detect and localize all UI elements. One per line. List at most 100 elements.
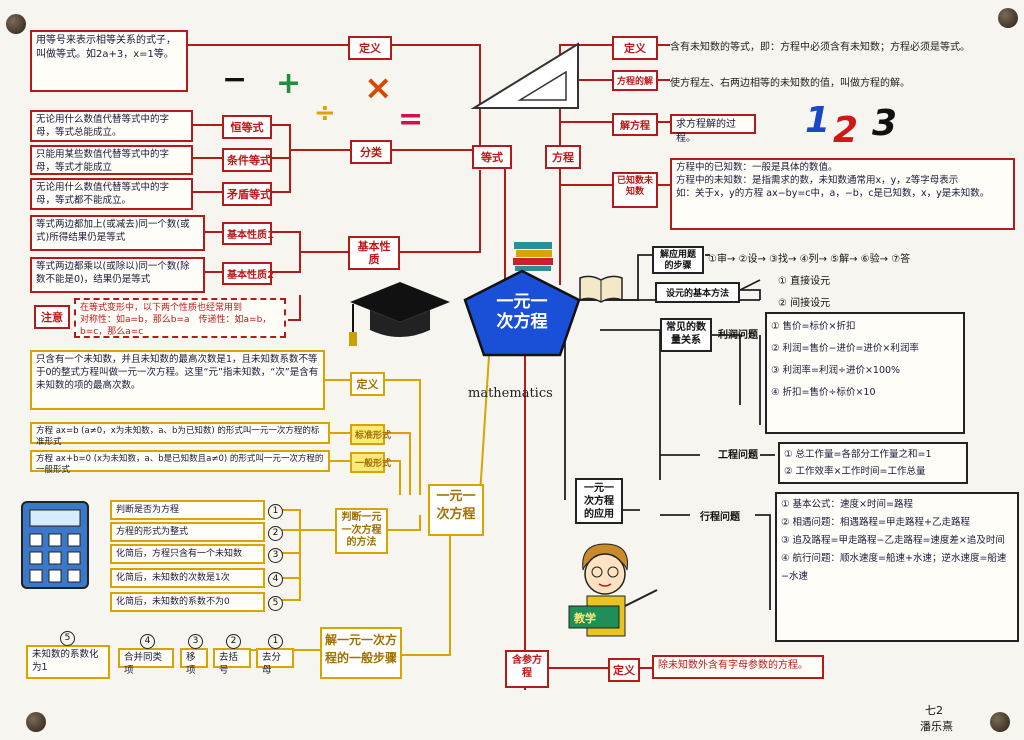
- basic-properties-label: 基本性质: [348, 236, 400, 270]
- calculator-icon: [21, 501, 89, 589]
- set-item-indirect: ② 间接设元: [778, 298, 831, 309]
- center-pentagon: [463, 269, 581, 357]
- solve-step-6: ⑥验: [860, 254, 880, 265]
- identity-text: 无论用什么数值代替等式中的字母，等式总能成立。: [30, 110, 193, 142]
- profit-item-4: ④ 折扣=售价÷标价×10: [771, 386, 876, 398]
- param-definition-text: 除未知数外含有字母参数的方程。: [652, 655, 824, 679]
- note-text-1: 在等式变形中，以下两个性质也经常用到: [80, 303, 243, 313]
- linear-definition-text: 只含有一个未知数，并且未知数的最高次数是1，且未知数系数不等于0的整式方程叫做一…: [30, 350, 325, 410]
- property2-label: 基本性质2: [222, 262, 274, 285]
- property1-label: 基本性质1: [222, 222, 274, 245]
- corner-pin: [6, 14, 26, 34]
- judge-step-5: 方程的形式为整式: [110, 522, 265, 542]
- set-unknown-label: 设元的基本方法: [655, 282, 740, 303]
- linear-hub-label: 一元一 次方程: [428, 484, 484, 536]
- known-text-2: 方程中的未知数：是指需求的数，未知数通常用x，y，z等字母表示: [676, 174, 959, 186]
- travel-item-1: ① 基本公式：速度×时间=路程: [781, 499, 913, 510]
- solve-steps-label: 解应用题的步骤: [652, 246, 704, 274]
- number-one: 1: [805, 100, 831, 141]
- judge-num-5: 5: [268, 596, 286, 611]
- standard-form-label: 标准形式: [350, 424, 391, 445]
- solve-text: 求方程解的过程。: [670, 114, 756, 144]
- application-hub-label: 一元一次方程的应用: [575, 478, 623, 524]
- step-remove-brackets: 去括号: [213, 648, 251, 676]
- known-text-1: 方程中的已知数：一般是具体的数值。: [676, 162, 838, 173]
- known-text-3: 如：关于x，y的方程 ax−by=c中，a，−b，c是已知数，x，y是未知数。: [676, 187, 990, 199]
- graduation-cap-icon: [349, 282, 450, 346]
- number-two: 2: [833, 110, 859, 151]
- step-move-terms: 移项: [180, 648, 208, 676]
- conditional-label: 条件等式: [222, 148, 272, 172]
- equation-def-hub-label: 方程: [545, 145, 581, 169]
- center-title-line1: 一元一: [496, 292, 548, 312]
- solve-step-1: ①审: [708, 254, 727, 265]
- judge-step-4: 化简后，未知数的系数不为0: [110, 592, 265, 612]
- known-unknown-label: 已知数未知数: [612, 172, 658, 208]
- property1-text: 等式两边都加上(或减去)同一个数(或式)所得结果仍是等式: [30, 215, 205, 251]
- judge-step-3: 化简后，未知数的次数是1次: [110, 568, 265, 588]
- note-label: 注意: [34, 305, 70, 329]
- contradiction-text: 无论用什么数值代替等式中的字母，等式都不能成立。: [30, 178, 193, 210]
- judge-num-2: 2: [268, 526, 286, 541]
- step-num-5: 5: [60, 631, 78, 646]
- divide-symbol: ÷: [314, 98, 336, 128]
- param-equation-hub-label: 含参方程: [505, 650, 549, 688]
- step-coefficient-to-one: 未知数的系数化为1: [26, 645, 110, 679]
- note-box: 在等式变形中，以下两个性质也经常用到 对称性：如a=b，那么b=a 传递性：如a…: [74, 298, 286, 338]
- triangle-ruler-icon: [470, 42, 579, 109]
- conditional-text: 只能用某些数值代替等式中的字母，等式才能成立: [30, 145, 193, 175]
- set-item-direct: ① 直接设元: [778, 276, 831, 287]
- judge-num-1: 1: [268, 504, 286, 519]
- solve-label: 解方程: [612, 113, 658, 136]
- solve-step-2: ②设: [738, 254, 758, 265]
- equation-definition-label: 定义: [348, 36, 392, 60]
- profit-box: ① 售价=标价×折扣 ② 利润=售价−进价=进价×利润率 ③ 利润率=利润÷进价…: [765, 312, 965, 434]
- equation-hub-label: 等式: [472, 145, 512, 169]
- plus-symbol: +: [276, 66, 302, 101]
- corner-pin: [990, 712, 1010, 732]
- work-box: ① 总工作量=各部分工作量之和=1 ② 工作效率×工作时间=工作总量: [778, 442, 968, 484]
- solve-step-4: ④列: [799, 254, 819, 265]
- judge-step-2: 化简后，方程只含有一个未知数: [110, 544, 265, 564]
- step-num-3: 3: [188, 634, 206, 649]
- solve-step-3: ③找: [769, 254, 789, 265]
- student-illustration: [568, 543, 658, 637]
- linear-hub-line2: 次方程: [436, 507, 476, 523]
- corner-pin: [26, 712, 46, 732]
- times-symbol: ×: [364, 68, 393, 108]
- profit-item-3: ③ 利润率=利润÷进价×100%: [771, 364, 901, 376]
- work-item-1: ① 总工作量=各部分工作量之和=1: [784, 449, 932, 460]
- solve-step-5: ⑤解: [830, 254, 850, 265]
- travel-item-4: ④ 航行问题：顺水速度=船速+水速；逆水速度=船速−水速: [781, 553, 1007, 583]
- author-class: 七2: [925, 704, 943, 717]
- equation-def-text: 含有未知数的等式，即：方程中必须含有未知数；方程必须是等式。: [670, 42, 970, 53]
- quantity-relations-label: 常见的数量关系: [660, 318, 712, 352]
- solution-label: 方程的解: [612, 70, 658, 91]
- identity-label: 恒等式: [222, 115, 272, 139]
- solve-step-7: ⑦答: [891, 254, 911, 265]
- books-stack-icon: [513, 242, 553, 271]
- equation-def-label: 定义: [612, 36, 658, 60]
- profit-item-1: ① 售价=标价×折扣: [771, 321, 856, 332]
- judge-method-label: 判断一元一次方程的方法: [335, 508, 388, 554]
- linear-hub-line1: 一元一: [436, 489, 476, 504]
- general-form-text: 方程 ax+b=0 (x为未知数，a、b是已知数且a≠0) 的形式叫一元一次方程…: [30, 450, 330, 475]
- minus-symbol: −: [222, 62, 248, 97]
- judge-num-4: 4: [268, 572, 286, 587]
- linear-definition-label: 定义: [350, 372, 385, 396]
- note-text-2: 对称性：如a=b，那么b=a 传递性：如a=b，b=c，那么a=c: [80, 315, 272, 338]
- contradiction-label: 矛盾等式: [222, 182, 272, 206]
- solve-steps-list: ①审→ ②设→ ③找→ ④列→ ⑤解→ ⑥验→ ⑦答: [708, 254, 911, 265]
- general-form-label: 一般形式: [350, 452, 391, 473]
- open-book-icon: [579, 275, 623, 303]
- work-item-2: ② 工作效率×工作时间=工作总量: [784, 466, 926, 478]
- center-title: 一元一 次方程: [486, 292, 558, 333]
- center-caption: mathematics: [468, 386, 553, 401]
- judge-num-3: 3: [268, 548, 286, 563]
- profit-label: 利润问题: [718, 330, 758, 341]
- number-three: 3: [872, 103, 898, 144]
- profit-item-2: ② 利润=售价−进价=进价×利润率: [771, 342, 919, 354]
- equals-symbol: =: [398, 102, 424, 137]
- solution-text: 使方程左、右两边相等的未知数的值，叫做方程的解。: [670, 78, 910, 89]
- author-name: 潘乐熹: [920, 720, 953, 733]
